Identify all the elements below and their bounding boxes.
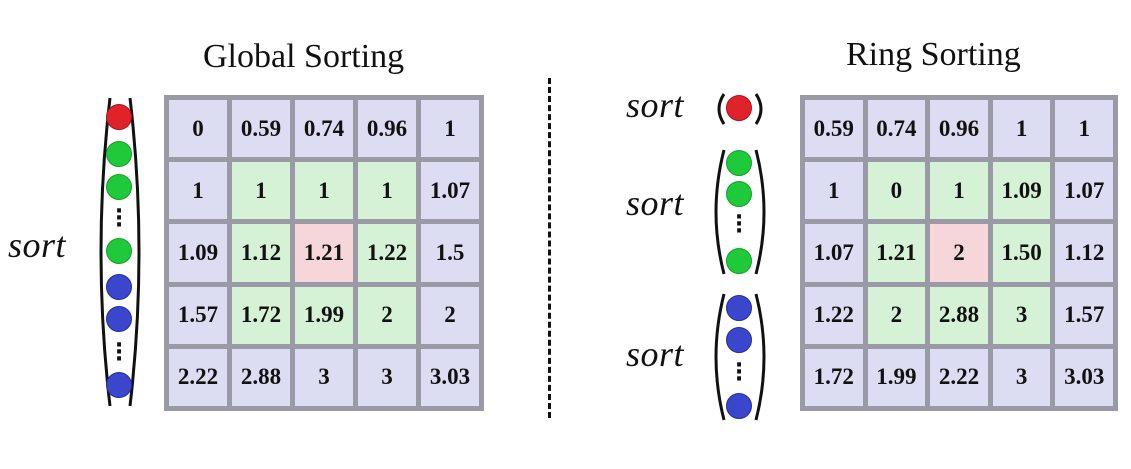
global-cell: 1.57 bbox=[169, 286, 227, 344]
global-cell: 0.59 bbox=[232, 100, 290, 158]
global-ball-blue-1 bbox=[106, 274, 132, 300]
ring-cell: 1.99 bbox=[867, 348, 926, 406]
global-ball-green-1 bbox=[106, 141, 132, 167]
ring-ball-green-2 bbox=[726, 181, 752, 207]
ring-ball-blue-2 bbox=[726, 327, 752, 353]
global-cell: 2.88 bbox=[232, 348, 290, 406]
global-cell: 2 bbox=[358, 286, 416, 344]
ring-sort-label-1: sort bbox=[626, 85, 685, 125]
ring-blue-ellipsis: ··· bbox=[734, 353, 744, 392]
global-cell: 1.22 bbox=[358, 224, 416, 282]
ring-cell: 3.03 bbox=[1055, 348, 1113, 406]
global-cell: 3 bbox=[295, 348, 353, 406]
ring-cell: 1.07 bbox=[1055, 162, 1113, 220]
ring-ball-green-1 bbox=[726, 150, 752, 176]
ring-cell: 2.22 bbox=[930, 348, 988, 406]
ring-cell: 1.72 bbox=[805, 348, 863, 406]
ring-green-ellipsis: ··· bbox=[734, 205, 744, 244]
global-cell: 0.74 bbox=[295, 100, 353, 158]
ring-ball-green-3 bbox=[726, 248, 752, 274]
global-cell: 1 bbox=[421, 100, 479, 158]
global-sort-label: sort bbox=[8, 225, 67, 265]
ring-group1-right-paren bbox=[754, 93, 763, 125]
global-cell: 0.96 bbox=[358, 100, 416, 158]
global-cell: 1.07 bbox=[421, 162, 479, 220]
global-cell: 1 bbox=[358, 162, 416, 220]
section-divider bbox=[548, 78, 551, 418]
ring-ball-red bbox=[726, 95, 752, 121]
ring-cell: 1.21 bbox=[867, 224, 926, 282]
ring-cell: 2 bbox=[867, 286, 926, 344]
global-cell: 2 bbox=[421, 286, 479, 344]
global-left-paren bbox=[99, 97, 112, 407]
ring-cell: 1.50 bbox=[992, 224, 1051, 282]
global-cell: 1.09 bbox=[169, 224, 227, 282]
ring-cell: 1 bbox=[1055, 100, 1113, 158]
ring-group2-left-paren bbox=[714, 149, 726, 275]
ring-cell: 1.22 bbox=[805, 286, 863, 344]
ring-cell: 0.96 bbox=[930, 100, 988, 158]
global-cell: 3 bbox=[358, 348, 416, 406]
global-right-paren bbox=[128, 97, 141, 407]
global-sorting-title: Global Sorting bbox=[203, 38, 405, 75]
ring-cell: 0.59 bbox=[805, 100, 863, 158]
global-ball-green-2 bbox=[106, 174, 132, 200]
global-cell: 1 bbox=[295, 162, 353, 220]
ring-cell: 1 bbox=[992, 100, 1051, 158]
ring-cell: 1 bbox=[805, 162, 863, 220]
ring-cell: 3 bbox=[992, 348, 1051, 406]
global-green-ellipsis: ··· bbox=[114, 199, 124, 238]
ring-cell: 2.88 bbox=[930, 286, 988, 344]
ring-cell: 1.09 bbox=[992, 162, 1051, 220]
ring-sort-label-2: sort bbox=[626, 183, 685, 223]
ring-cell: 0 bbox=[867, 162, 926, 220]
ring-cell: 2 bbox=[930, 224, 988, 282]
ring-ball-blue-1 bbox=[726, 295, 752, 321]
global-cell: 2.22 bbox=[169, 348, 227, 406]
ring-cell: 1.07 bbox=[805, 224, 863, 282]
ring-cell: 1.12 bbox=[1055, 224, 1113, 282]
ring-sorting-title: Ring Sorting bbox=[846, 36, 1021, 73]
global-ball-blue-3 bbox=[106, 372, 132, 398]
global-ball-red bbox=[106, 104, 132, 130]
ring-group2-right-paren bbox=[754, 149, 766, 275]
global-cell: 1.5 bbox=[421, 224, 479, 282]
global-ball-green-3 bbox=[106, 238, 132, 264]
global-ball-blue-2 bbox=[106, 306, 132, 332]
ring-ball-blue-3 bbox=[726, 393, 752, 419]
ring-group1-left-paren bbox=[717, 93, 726, 125]
ring-cell: 1 bbox=[930, 162, 988, 220]
ring-cell: 3 bbox=[992, 286, 1051, 344]
global-cell: 1.72 bbox=[232, 286, 290, 344]
ring-cell: 0.74 bbox=[867, 100, 926, 158]
global-cell: 1.99 bbox=[295, 286, 353, 344]
global-cell: 1.12 bbox=[232, 224, 290, 282]
ring-group3-left-paren bbox=[714, 293, 726, 421]
ring-cell: 1.57 bbox=[1055, 286, 1113, 344]
global-blue-ellipsis: ··· bbox=[114, 333, 124, 372]
global-cell: 1 bbox=[169, 162, 227, 220]
ring-group3-right-paren bbox=[754, 293, 766, 421]
ring-sort-label-3: sort bbox=[626, 334, 685, 374]
global-cell: 1 bbox=[232, 162, 290, 220]
global-cell: 0 bbox=[169, 100, 227, 158]
global-cell: 3.03 bbox=[421, 348, 479, 406]
global-cell: 1.21 bbox=[295, 224, 353, 282]
